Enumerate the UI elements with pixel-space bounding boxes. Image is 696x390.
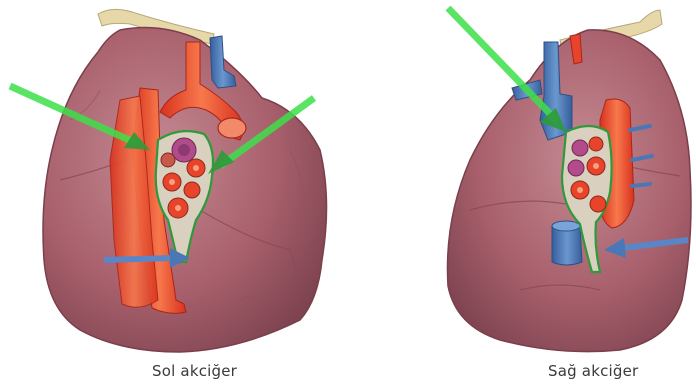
left-lung-caption: Sol akciğer (152, 362, 237, 380)
left-arch-opening (218, 118, 246, 138)
right-lung-caption: Sağ akciğer (548, 362, 638, 380)
left-blue-vessel (210, 36, 236, 88)
right-ivc-opening (552, 221, 580, 231)
left-lung-panel (10, 9, 327, 352)
right-lung-panel (447, 8, 691, 352)
